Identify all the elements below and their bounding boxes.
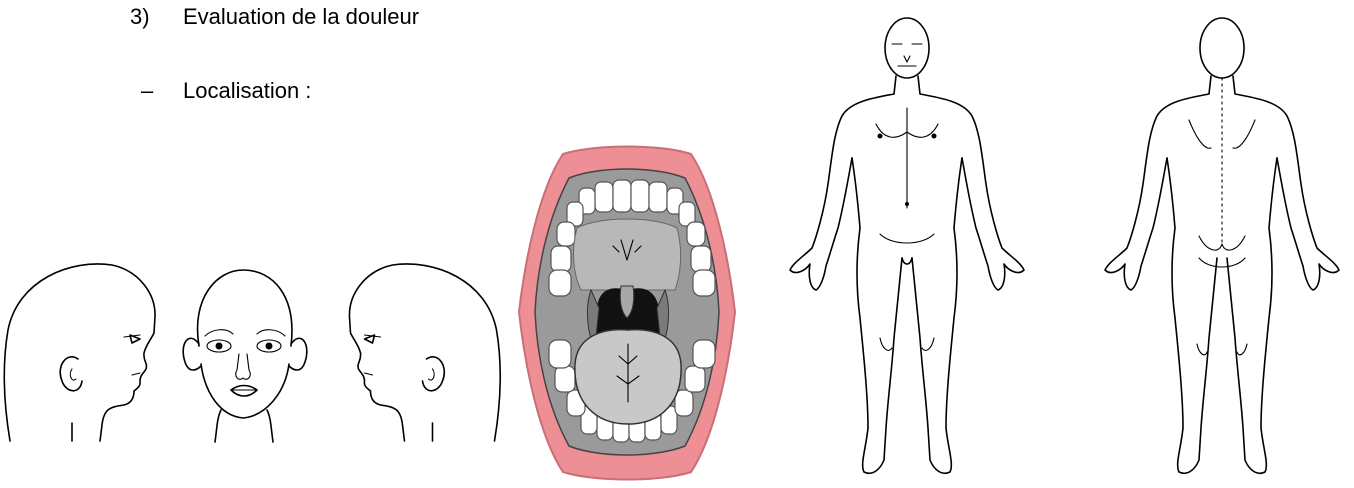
- head-right-profile-illustration: [332, 255, 507, 445]
- section-number: 3): [130, 2, 183, 32]
- section-title: Evaluation de la douleur: [183, 4, 419, 29]
- body-front-illustration: [780, 8, 1035, 486]
- list-item-text: Localisation :: [183, 78, 311, 103]
- body-back-illustration: [1095, 8, 1350, 486]
- head-left-profile-illustration: [0, 255, 170, 445]
- open-mouth-illustration: [515, 140, 740, 485]
- head-front-illustration: [177, 258, 312, 443]
- bullet-marker: –: [141, 76, 183, 106]
- section-heading: 3)Evaluation de la douleur: [130, 2, 419, 32]
- list-item-localisation: –Localisation :: [141, 76, 311, 106]
